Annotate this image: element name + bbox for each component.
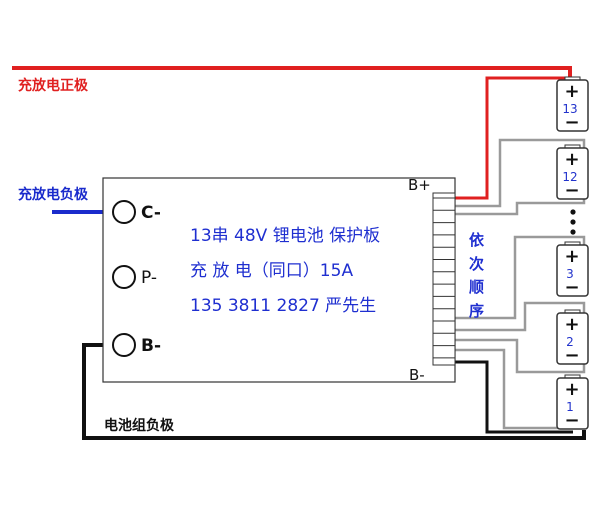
- cell-plus-sign: +: [564, 149, 579, 170]
- balance-wire-1-2: [452, 338, 586, 374]
- sequence-char-1: 依: [469, 231, 485, 249]
- cell-number: 2: [566, 335, 574, 349]
- cell-minus-sign: −: [564, 180, 579, 201]
- cell-body: [556, 312, 589, 365]
- board-spec-line: 13串 48V 锂电池 保护板: [190, 226, 380, 246]
- cell-body: [556, 244, 589, 297]
- b-minus-black-wire: [452, 360, 573, 434]
- cell-number: 12: [562, 170, 577, 184]
- protection-board: [102, 177, 456, 383]
- battery-cell-3: +3−: [556, 241, 589, 298]
- sequence-char-4: 序: [469, 302, 484, 320]
- battery-cell-12: +12−: [556, 144, 589, 201]
- connector-b-plus-label: B+: [408, 176, 431, 194]
- cell-minus-sign: −: [564, 410, 579, 431]
- balance-wire-2-3: [452, 301, 586, 332]
- pack-negative-wire: [82, 343, 586, 440]
- c-minus-terminal: [112, 200, 136, 224]
- board-current-line: 充 放 电（同口）15A: [190, 261, 353, 281]
- p-minus-label: P-: [141, 268, 157, 288]
- battery-cell-2: +2−: [556, 309, 589, 366]
- c-minus-label: C-: [141, 203, 161, 223]
- balance-connector: [432, 192, 456, 366]
- omitted-cells-dots: [570, 209, 576, 235]
- cell-number: 3: [566, 267, 574, 281]
- balance-wire-11-12: [452, 195, 586, 216]
- cell-body: [556, 377, 589, 430]
- b-plus-red-wire: [452, 76, 570, 200]
- sequence-char-2: 次: [469, 255, 484, 273]
- cell-plus-sign: +: [564, 314, 579, 335]
- pack-negative-label: 电池组负极: [104, 417, 175, 434]
- cell-plus-sign: +: [564, 379, 579, 400]
- battery-cell-1: +1−: [556, 374, 589, 431]
- sequence-char-3: 顺: [469, 278, 484, 296]
- battery-cell-13: +13−: [556, 76, 589, 133]
- balance-wires: [452, 138, 586, 430]
- cell-number: 1: [566, 400, 574, 414]
- b-minus-terminal: [112, 333, 136, 357]
- balance-wire-3-4: [452, 235, 586, 320]
- charge-positive-label: 充放电正极: [18, 77, 89, 94]
- cell-body: [556, 147, 589, 200]
- cell-minus-sign: −: [564, 345, 579, 366]
- cell-minus-sign: −: [564, 277, 579, 298]
- balance-wire-0-1: [452, 348, 573, 430]
- cell-plus-sign: +: [564, 246, 579, 267]
- cell-plus-sign: +: [564, 81, 579, 102]
- battery-cells: +13−+12−+3−+2−+1−: [556, 76, 589, 431]
- b-minus-label: B-: [141, 336, 161, 356]
- cell-body: [556, 79, 589, 132]
- board-contact-line: 135 3811 2827 严先生: [190, 296, 376, 316]
- cell-number: 13: [562, 102, 577, 116]
- cell-minus-sign: −: [564, 112, 579, 133]
- connector-b-minus-label: B-: [409, 366, 425, 384]
- balance-wire-12-13: [452, 138, 586, 208]
- p-minus-terminal: [112, 265, 136, 289]
- charge-positive-wire: [12, 66, 572, 80]
- charge-negative-label: 充放电负极: [18, 186, 89, 203]
